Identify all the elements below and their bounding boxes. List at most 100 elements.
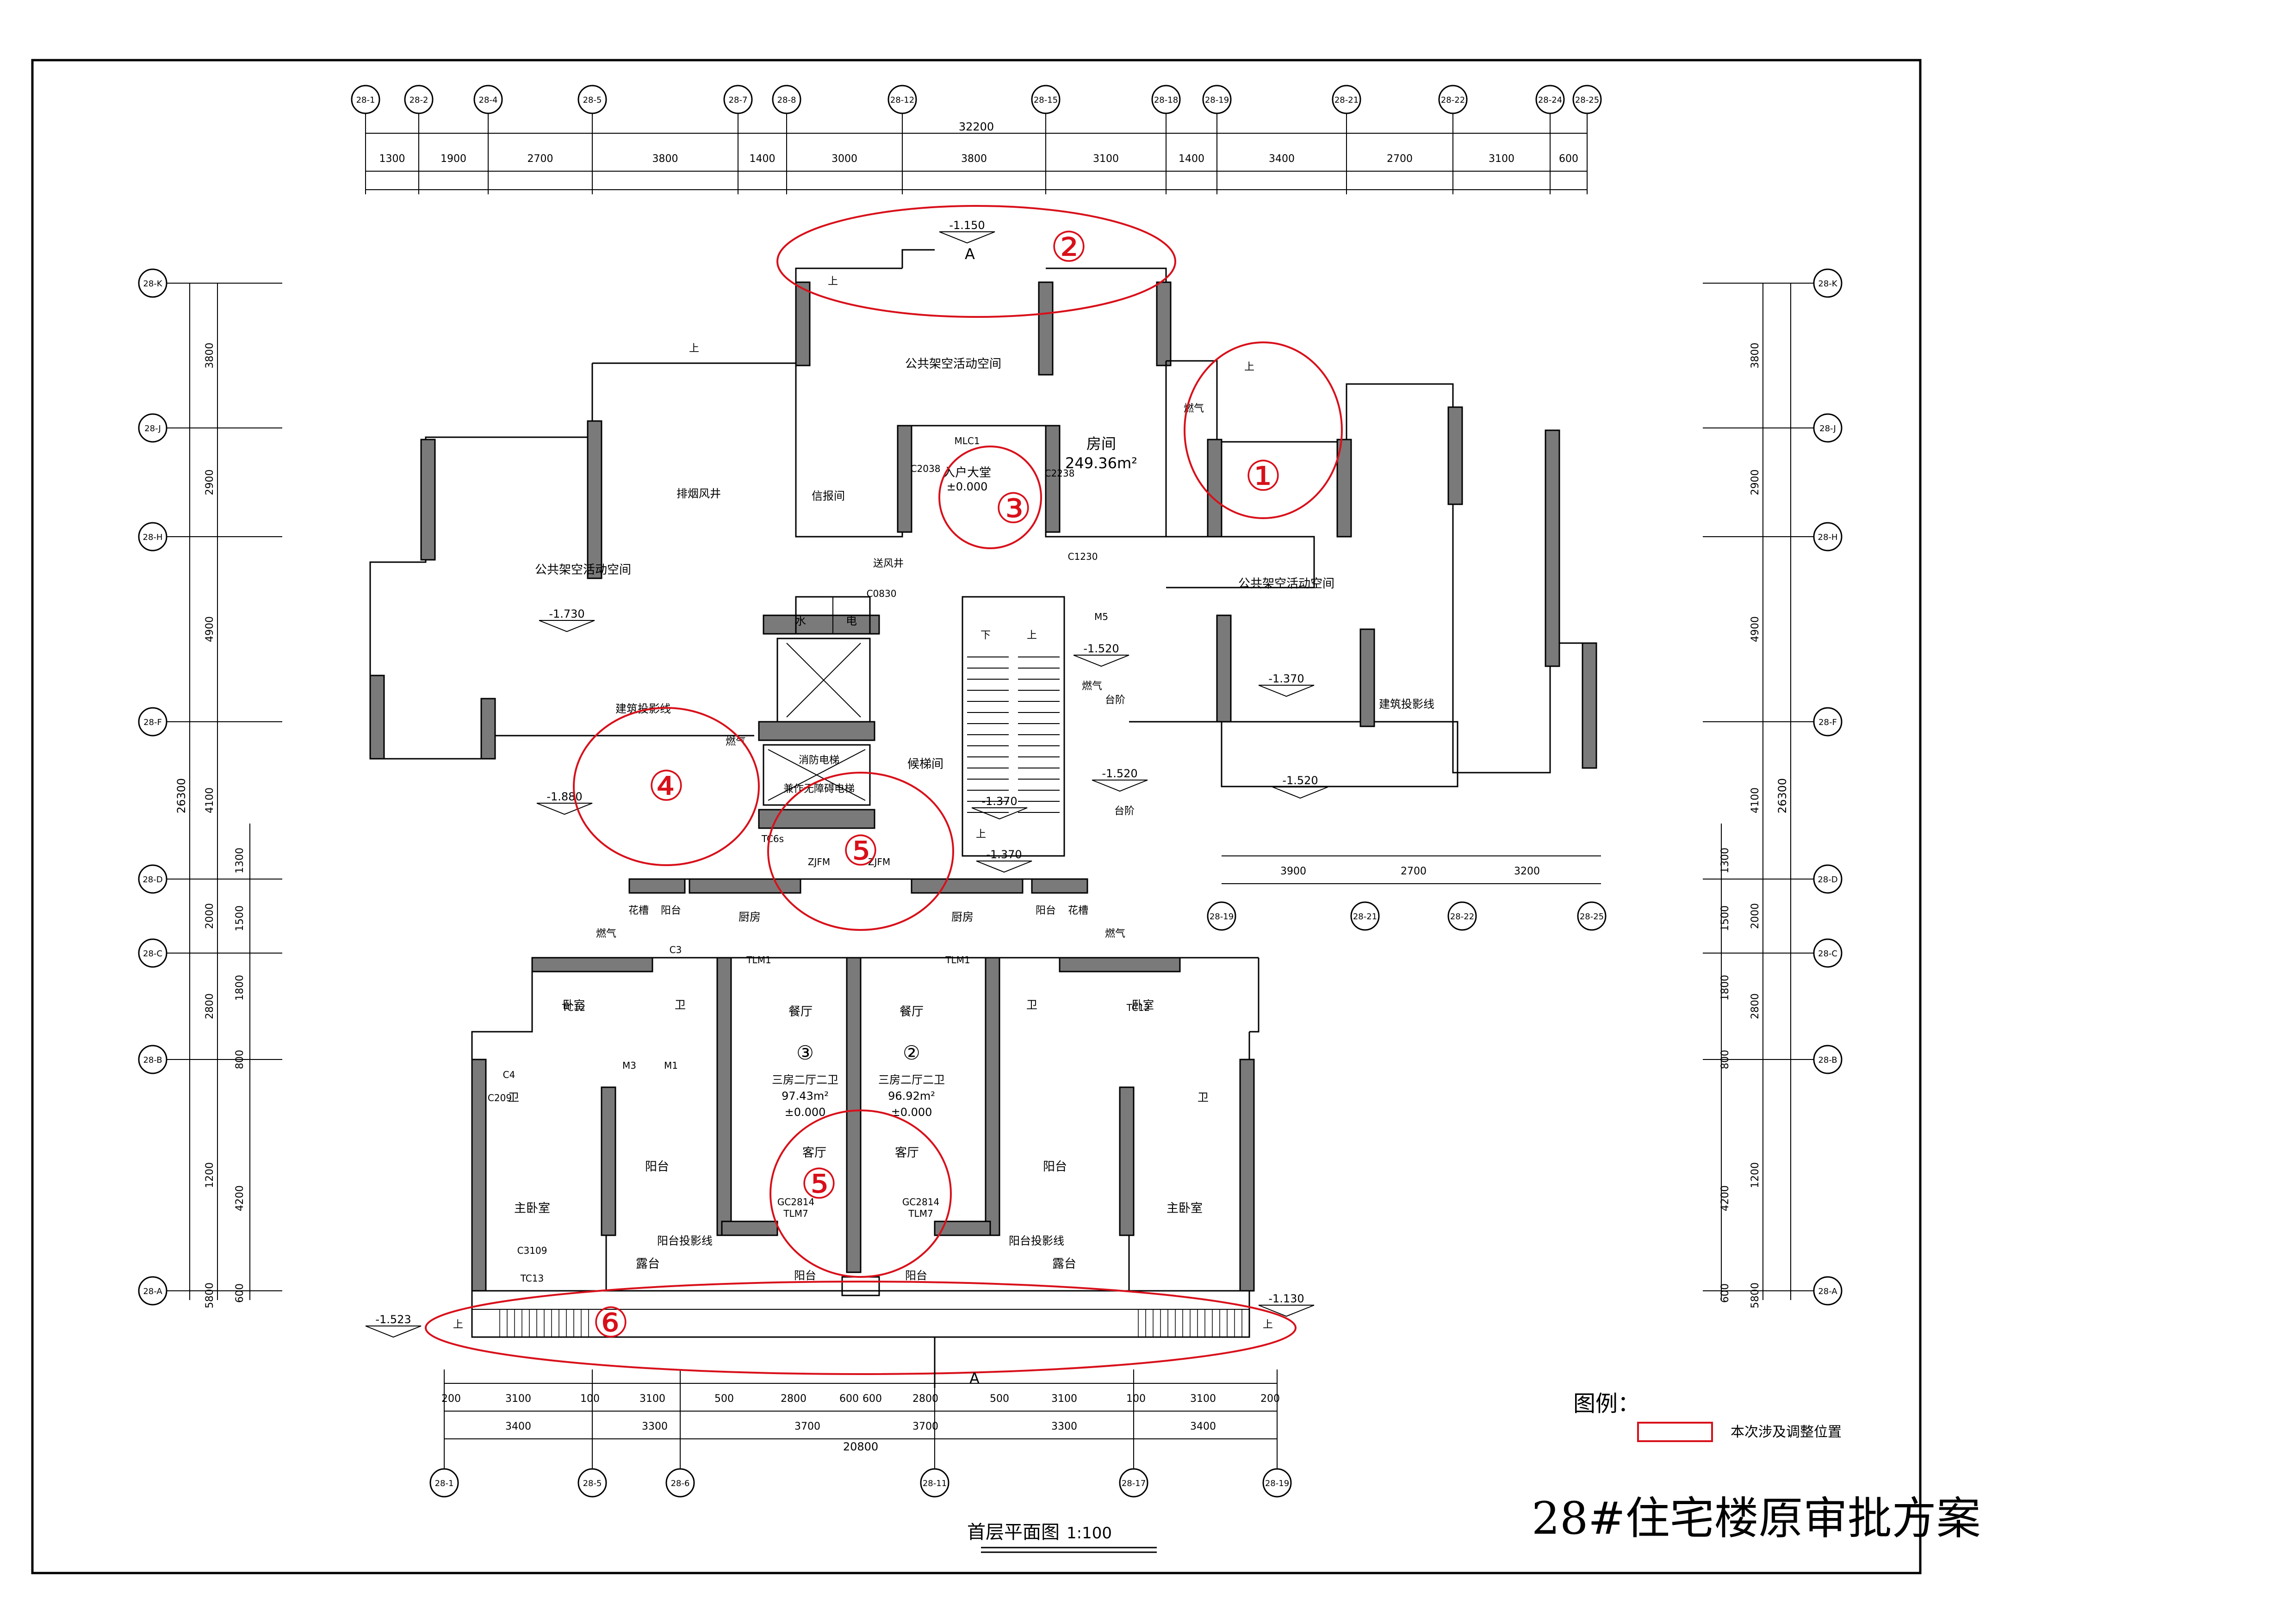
tag-label: TC13 bbox=[520, 1273, 544, 1284]
dim-top-segment: 3800 bbox=[961, 153, 987, 165]
mark-3: ③ bbox=[995, 484, 1032, 533]
label-bedroom-left: 卧室 bbox=[563, 998, 585, 1011]
tag-label: C0830 bbox=[867, 588, 897, 599]
label-water: 水 bbox=[795, 614, 806, 627]
axis-label: 28-25 bbox=[1580, 912, 1604, 922]
top-axis-bubble: 28-19 bbox=[1202, 85, 1232, 114]
label-balcony-left: 阳台 bbox=[645, 1160, 669, 1174]
label-balcony-line-left: 阳台投影线 bbox=[657, 1234, 713, 1247]
dim-right-segment: 2000 bbox=[1750, 903, 1761, 929]
dim-bottom-row2: 3300 bbox=[642, 1421, 668, 1432]
bottom-axis-bubble: 28-6 bbox=[665, 1468, 695, 1498]
label-air-shaft: 送风井 bbox=[873, 558, 904, 570]
label-balcony-line-right: 阳台投影线 bbox=[1009, 1234, 1064, 1247]
tag-label: ZJFM bbox=[808, 856, 830, 867]
label-up-stair: 上 bbox=[1027, 630, 1037, 641]
bottom-axis-bubble: 28-1 bbox=[429, 1468, 459, 1498]
label-flower-right: 花槽 bbox=[1068, 905, 1088, 917]
axis-label: 28-H bbox=[1818, 533, 1838, 542]
label-unit-no-right: ② bbox=[903, 1041, 920, 1064]
level-annotation: -1.370 bbox=[981, 795, 1017, 808]
sheet-title: 28#住宅楼原审批方案 bbox=[1532, 1493, 1981, 1544]
dim-right-segment: 5800 bbox=[1750, 1282, 1761, 1308]
level-annotation: -1.880 bbox=[546, 790, 582, 803]
label-elec: 电 bbox=[846, 614, 857, 627]
label-up-right: 上 bbox=[1244, 361, 1254, 373]
label-terrace-right: 露台 bbox=[1052, 1257, 1076, 1271]
right-axis-bubble: 28-B bbox=[1813, 1045, 1843, 1074]
label-up-top: 上 bbox=[828, 276, 838, 287]
dim-bottom-row1: 3100 bbox=[1051, 1393, 1077, 1405]
dim-left-inner: 800 bbox=[234, 1050, 246, 1069]
dim-bottom-row2: 3300 bbox=[1051, 1421, 1077, 1432]
tag-label: C209 bbox=[488, 1092, 512, 1103]
top-axis-bubble: 28-24 bbox=[1535, 85, 1565, 114]
dim-right-segment: 2900 bbox=[1750, 470, 1761, 496]
dim-right-segment: 3800 bbox=[1750, 343, 1761, 369]
tag-label: ZJFM bbox=[868, 856, 890, 867]
plan-scale: 1:100 bbox=[1067, 1524, 1112, 1542]
axis-label: 28-6 bbox=[671, 1479, 690, 1488]
bottom-axis-bubble: 28-19 bbox=[1262, 1468, 1292, 1498]
dim-left-segment: 5800 bbox=[204, 1282, 216, 1308]
label-dining-left: 餐厅 bbox=[788, 1005, 813, 1019]
section-a-top: A bbox=[965, 245, 975, 263]
tag-label: M3 bbox=[622, 1060, 636, 1071]
dim-bottom-row1: 3100 bbox=[1190, 1393, 1216, 1405]
left-axis-group: 26300 28-K28-J28-H28-F28-D28-C28-B28-A 3… bbox=[138, 268, 282, 1308]
dim-top-segment: 1900 bbox=[441, 153, 466, 165]
label-wc-right: 卫 bbox=[1026, 998, 1037, 1011]
dim-top-total: 32200 bbox=[959, 120, 994, 133]
axis-label: 28-19 bbox=[1205, 95, 1229, 105]
dim-right-segment: 4100 bbox=[1750, 787, 1761, 813]
axis-label: 28-18 bbox=[1154, 95, 1178, 105]
bottom-axis-bubble: 28-5 bbox=[577, 1468, 607, 1498]
dim-top-segment: 600 bbox=[1559, 153, 1578, 165]
label-kitchen-right: 厨房 bbox=[951, 911, 974, 923]
label-balcony-top-left: 阳台 bbox=[661, 905, 681, 917]
dim-bottom-row2: 3400 bbox=[505, 1421, 531, 1432]
dim-bottom-total: 20800 bbox=[843, 1440, 878, 1453]
label-lift-hall: 候梯间 bbox=[907, 757, 943, 771]
tag-label: TC6s bbox=[761, 833, 784, 844]
bottom-axis-bubble: 28-11 bbox=[920, 1468, 949, 1498]
label-unit-type-right: 三房二厅二卫 bbox=[878, 1073, 945, 1086]
tag-label: TLM7 bbox=[908, 1208, 933, 1219]
dim-left-inner: 1800 bbox=[234, 975, 246, 1001]
building-plan bbox=[369, 249, 1597, 1338]
tag-label: TLM7 bbox=[783, 1208, 808, 1219]
right-axis-bubble: 28-J bbox=[1813, 413, 1843, 443]
label-unit-area-left: 97.43m² bbox=[782, 1090, 829, 1103]
axis-label: 28-D bbox=[1818, 875, 1837, 885]
label-kitchen-left: 厨房 bbox=[738, 911, 761, 923]
label-public-top: 公共架空活动空间 bbox=[905, 357, 1001, 371]
dim-bottom-row1: 600 bbox=[863, 1393, 882, 1405]
axis-label: 28-C bbox=[1818, 949, 1837, 959]
level-annotation: -1.370 bbox=[1268, 672, 1304, 685]
right-axis-group: 26300 28-K28-J28-H28-F28-D28-C28-B28-A 3… bbox=[1703, 268, 1843, 1308]
top-axis-bubble: 28-12 bbox=[887, 85, 917, 114]
label-gas-2: 燃气 bbox=[1082, 681, 1102, 692]
dim-left-segment: 3800 bbox=[204, 343, 216, 369]
dim-left-segment: 4100 bbox=[204, 787, 216, 813]
axis-label: 28-22 bbox=[1441, 95, 1465, 105]
dim-inner-segment: 3900 bbox=[1280, 866, 1306, 877]
left-axis-bubble: 28-F bbox=[138, 707, 168, 737]
top-axis-bubble: 28-1 bbox=[351, 85, 380, 114]
axis-label: 28-2 bbox=[410, 95, 428, 105]
level-annotation: -1.370 bbox=[986, 848, 1022, 861]
dim-left-segment: 2000 bbox=[204, 903, 216, 929]
dim-left-segment: 2800 bbox=[204, 993, 216, 1019]
axis-label: 28-7 bbox=[729, 95, 748, 105]
axis-label: 28-F bbox=[1818, 718, 1837, 727]
axis-label: 28-22 bbox=[1450, 912, 1474, 922]
label-master-left: 主卧室 bbox=[514, 1202, 550, 1215]
dim-bottom-row2: 3700 bbox=[794, 1421, 820, 1432]
axis-label: 28-B bbox=[143, 1055, 162, 1065]
tag-label: C1230 bbox=[1068, 551, 1098, 562]
axis-label: 28-C bbox=[143, 949, 162, 959]
left-axis-bubble: 28-B bbox=[138, 1045, 168, 1074]
